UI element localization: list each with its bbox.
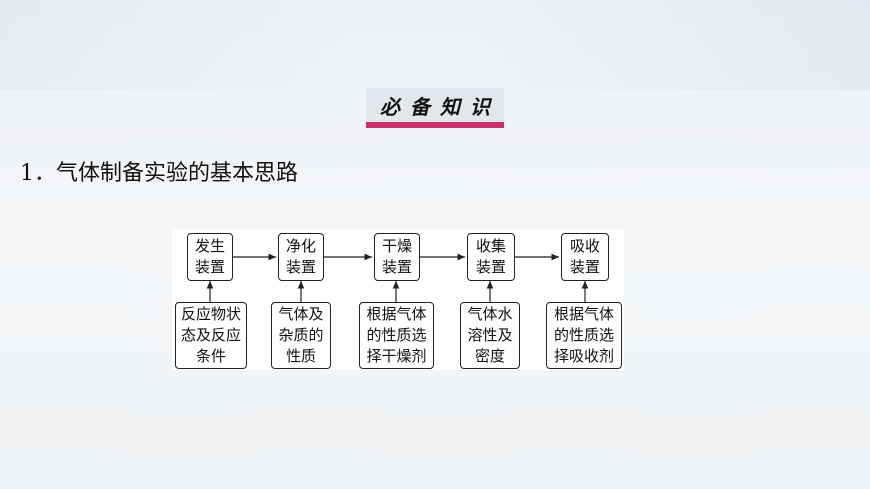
section-title: 必备知识	[380, 94, 500, 119]
node-solubility-density: 气体水溶性及密度	[460, 302, 520, 369]
background-decoration	[0, 0, 870, 90]
node-purification-device: 净化装置	[278, 233, 324, 281]
node-absorption-device: 吸收装置	[561, 233, 609, 281]
node-generation-device: 发生装置	[187, 233, 233, 281]
node-drying-device: 干燥装置	[374, 233, 420, 281]
section-title-underline	[366, 122, 504, 128]
diagram-connectors	[206, 253, 589, 302]
flow-diagram: 发生装置 净化装置 干燥装置 收集装置 吸收装置 反应物状态及反应条件 气体及杂…	[172, 230, 624, 370]
section-title-box: 必备知识	[366, 88, 504, 122]
node-reactant-conditions: 反应物状态及反应条件	[175, 302, 247, 369]
node-gas-impurity-properties: 气体及杂质的性质	[271, 302, 331, 369]
node-absorbent-choice: 根据气体的性质选择吸收剂	[546, 302, 622, 369]
page-heading: 1．气体制备实验的基本思路	[20, 161, 298, 186]
node-drying-agent-choice: 根据气体的性质选择干燥剂	[359, 302, 434, 369]
node-collection-device: 收集装置	[467, 233, 515, 281]
